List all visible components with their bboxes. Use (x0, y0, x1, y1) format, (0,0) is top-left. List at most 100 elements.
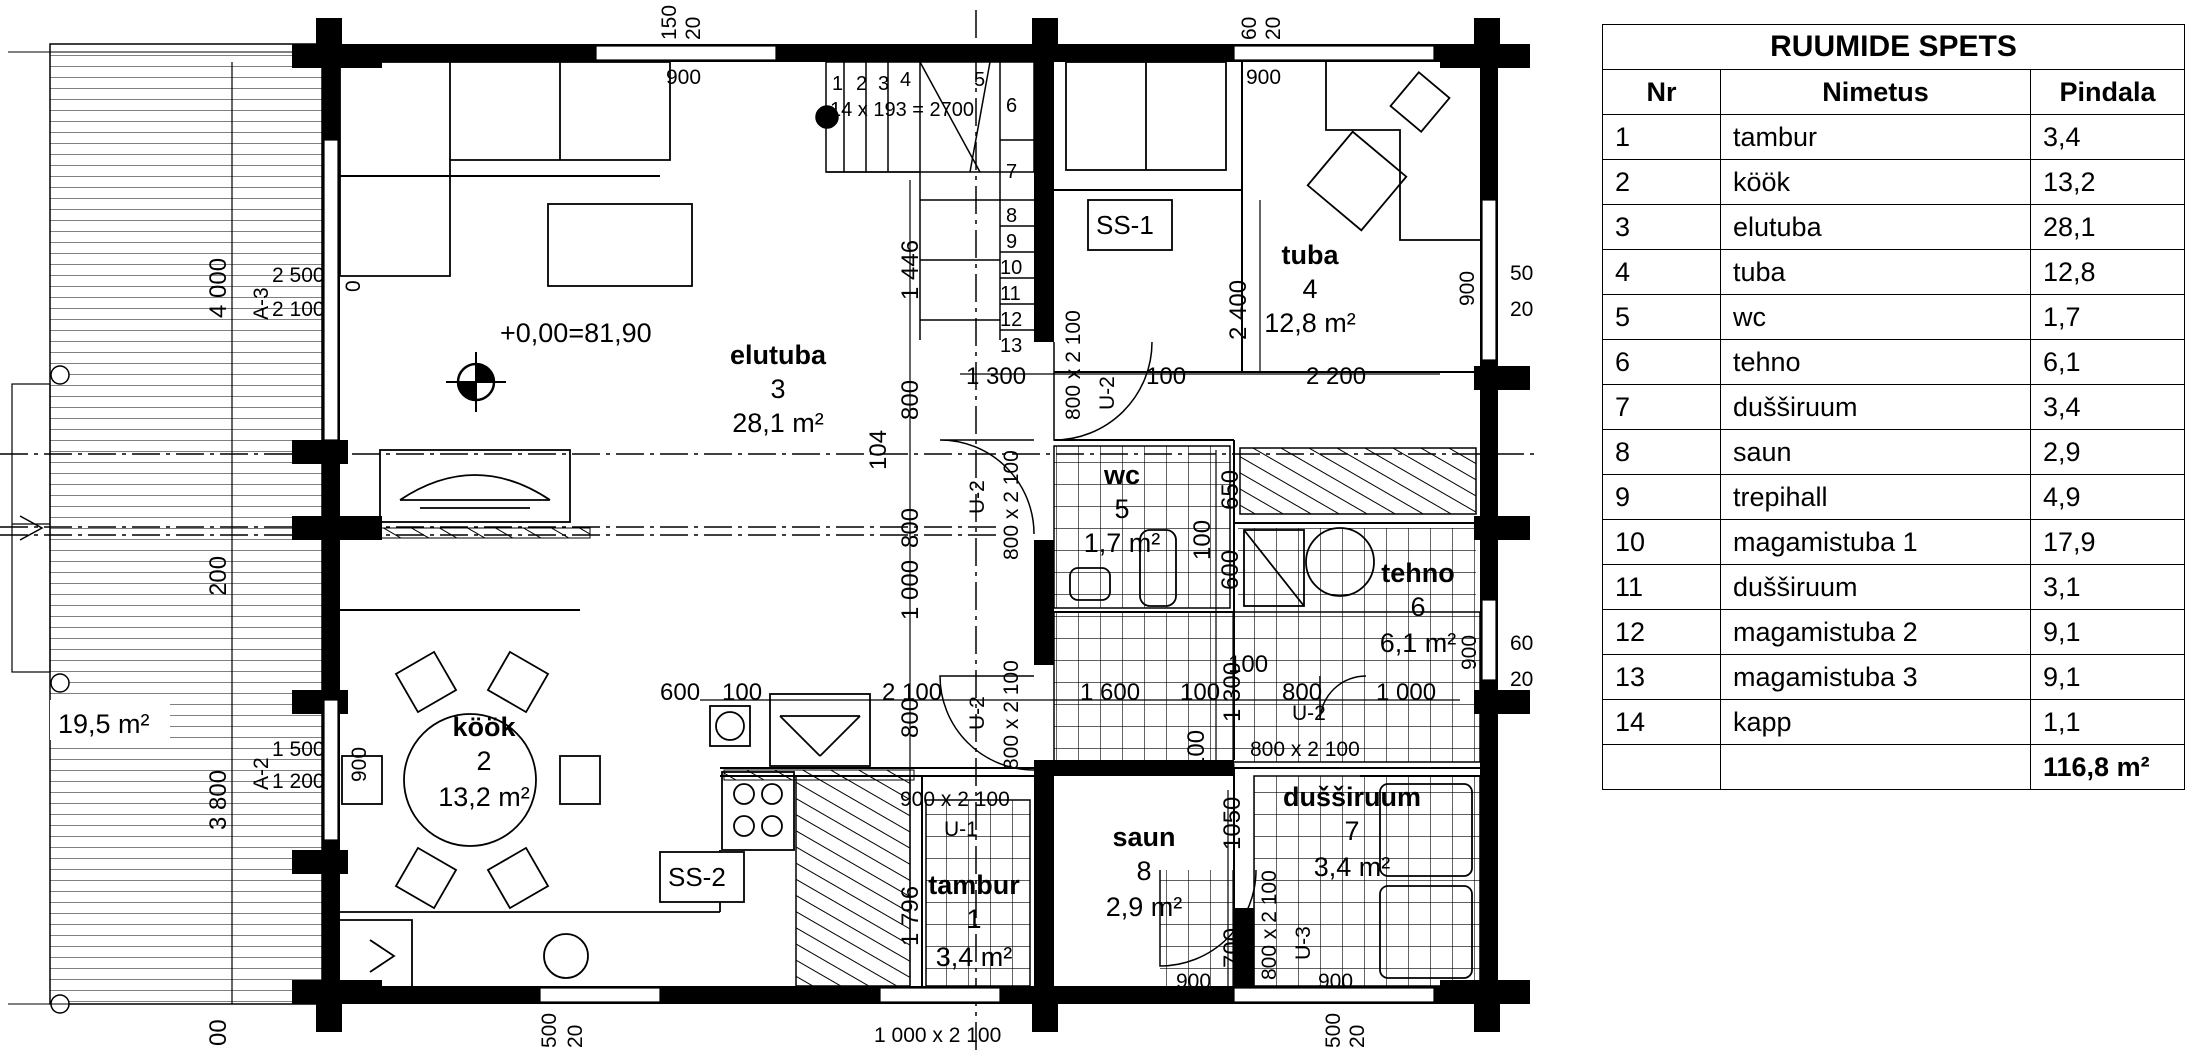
spec-cell-area: 13,2 (2030, 159, 2185, 205)
spec-cell-area: 17,9 (2030, 519, 2185, 565)
svg-text:1 300: 1 300 (966, 363, 1026, 390)
room-wc-name: wc (1103, 460, 1140, 490)
room-wc-area: 1,7 m² (1084, 528, 1161, 558)
svg-text:100: 100 (722, 679, 762, 706)
svg-text:20: 20 (1510, 298, 1533, 321)
svg-text:1 000: 1 000 (1376, 679, 1436, 706)
tiled-areas (369, 445, 1481, 987)
room-furniture (1065, 61, 1480, 979)
spec-cell-area: 2,9 (2030, 429, 2185, 475)
svg-text:2 100: 2 100 (882, 679, 942, 706)
spec-cell-nr: 4 (1602, 249, 1721, 295)
spec-cell-nr: 1 (1602, 114, 1721, 160)
svg-text:4: 4 (900, 69, 911, 91)
spec-cell-nr: 13 (1602, 654, 1721, 700)
svg-text:800: 800 (897, 698, 924, 738)
svg-text:2: 2 (856, 73, 867, 95)
spec-cell-nr: 8 (1602, 429, 1721, 475)
spec-cell-name: saun (1720, 429, 2031, 475)
spec-cell-name: dušširuum (1720, 384, 2031, 430)
spec-cell-area: 3,1 (2030, 564, 2185, 610)
svg-text:600: 600 (660, 679, 700, 706)
svg-text:60: 60 (1510, 632, 1533, 655)
svg-text:100: 100 (1183, 730, 1210, 770)
room-tambur-area: 3,4 m² (936, 942, 1013, 972)
spec-total: 116,8 m² (2030, 744, 2185, 790)
room-kook-area: 13,2 m² (438, 782, 530, 812)
svg-text:100: 100 (1180, 679, 1220, 706)
spec-cell-nr: 5 (1602, 294, 1721, 340)
svg-text:200: 200 (205, 556, 232, 596)
svg-text:600: 600 (1217, 550, 1244, 590)
svg-text:20: 20 (682, 17, 705, 40)
svg-text:100: 100 (1146, 363, 1186, 390)
spec-cell-name: dušširuum (1720, 564, 2031, 610)
staircase (815, 61, 1035, 340)
spec-cell-name: elutuba (1720, 204, 2031, 250)
spec-cell-area: 6,1 (2030, 339, 2185, 385)
tag-ss2: SS-2 (668, 862, 726, 892)
room-kook-nr: 2 (476, 746, 491, 776)
svg-text:800 x 2 100: 800 x 2 100 (1000, 660, 1023, 770)
opening-labels: U-2 800 x 2 100 U-2 800 x 2 100 U-2 800 … (250, 264, 1360, 1047)
floor-plan: 19,5 m² (0, 5, 1540, 1052)
room-elutuba-name: elutuba (730, 340, 827, 370)
dimension-labels: 4 000 200 3 800 00 1 446 800 104 800 1 0… (205, 5, 1533, 1048)
kitchen-furniture (340, 650, 871, 986)
spec-cell-area: 28,1 (2030, 204, 2185, 250)
living-furniture (339, 61, 693, 523)
svg-text:11: 11 (1000, 283, 1021, 305)
svg-text:900: 900 (666, 66, 701, 89)
room-wc-nr: 5 (1114, 494, 1129, 524)
spec-title: RUUMIDE SPETS (1602, 24, 2185, 70)
spec-cell-name: wc (1720, 294, 2031, 340)
svg-text:20: 20 (1510, 668, 1533, 691)
spec-cell-name: tehno (1720, 339, 2031, 385)
svg-text:20: 20 (1346, 1025, 1369, 1048)
svg-text:A-3: A-3 (250, 287, 273, 320)
spec-total-row: 116,8 m² (1602, 744, 2185, 790)
room-tehno-nr: 6 (1410, 592, 1425, 622)
room-tambur-name: tambur (928, 870, 1020, 900)
svg-text:00: 00 (205, 1019, 232, 1046)
svg-text:60: 60 (1238, 17, 1261, 40)
door-swings (920, 341, 1367, 967)
spec-cell-nr: 14 (1602, 699, 1721, 745)
spec-cell-nr: 7 (1602, 384, 1721, 430)
svg-text:900: 900 (1246, 66, 1281, 89)
spec-header-area: Pindala (2030, 69, 2185, 115)
svg-text:U-2: U-2 (1096, 376, 1119, 410)
spec-cell-nr: 2 (1602, 159, 1721, 205)
svg-text:800: 800 (1282, 679, 1322, 706)
level-text: +0,00=81,90 (500, 318, 652, 348)
svg-text:900: 900 (348, 747, 371, 782)
room-tuba-name: tuba (1282, 240, 1340, 270)
spec-cell-nr: 9 (1602, 474, 1721, 520)
room-saun-area: 2,9 m² (1106, 892, 1183, 922)
tag-ss1: SS-1 (1096, 210, 1154, 240)
svg-text:800 x 2 100: 800 x 2 100 (1250, 738, 1360, 761)
svg-text:1 500: 1 500 (272, 738, 325, 761)
svg-text:A-2: A-2 (250, 757, 273, 790)
svg-text:800 x 2 100: 800 x 2 100 (1000, 450, 1023, 560)
room-tuba-nr: 4 (1302, 274, 1317, 304)
spec-header-row: Nr Nimetus Pindala (1602, 69, 2185, 115)
svg-text:3 800: 3 800 (205, 770, 232, 830)
svg-text:100: 100 (1228, 651, 1268, 678)
spec-cell-name: trepihall (1720, 474, 2031, 520)
svg-text:900: 900 (1456, 271, 1479, 306)
svg-text:1 446: 1 446 (897, 240, 924, 300)
svg-text:4 000: 4 000 (205, 258, 232, 318)
svg-text:U-2: U-2 (966, 696, 989, 730)
svg-text:2 100: 2 100 (272, 298, 325, 321)
